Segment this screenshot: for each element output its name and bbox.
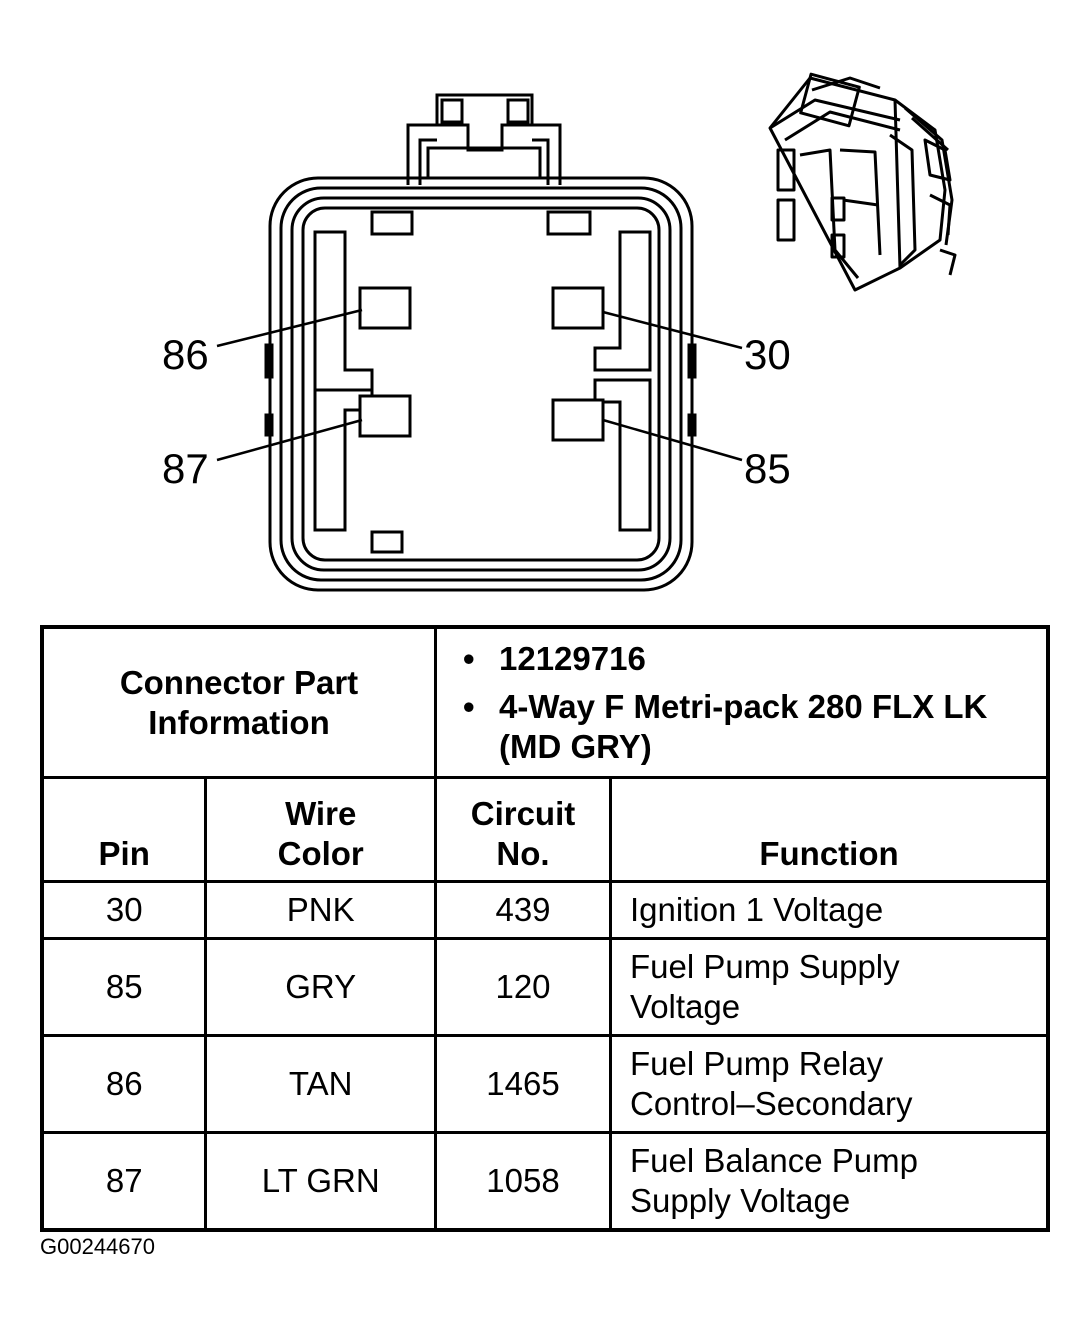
part-info-label: Connector Part Information	[40, 625, 437, 779]
table-row: 87 LT GRN 1058 Fuel Balance Pump Supply …	[40, 1131, 1050, 1232]
row-pin: 30	[40, 880, 208, 940]
pin-label-30: 30	[744, 331, 791, 378]
row-circuit: 439	[434, 880, 612, 940]
pin-87-terminal	[358, 394, 412, 438]
row-circuit: 1465	[434, 1034, 612, 1134]
figure-code: G00244670	[40, 1234, 155, 1259]
row-pin: 86	[40, 1034, 208, 1134]
row-pin: 87	[40, 1131, 208, 1232]
row-wire-color: LT GRN	[204, 1131, 437, 1232]
row-function: Ignition 1 Voltage	[609, 880, 1050, 940]
row-circuit: 1058	[434, 1131, 612, 1232]
row-wire-color: TAN	[204, 1034, 437, 1134]
row-wire-color: GRY	[204, 937, 437, 1037]
row-wire-color: PNK	[204, 880, 437, 940]
part-info-list: 12129716 4-Way F Metri-pack 280 FLX LK (…	[434, 625, 1050, 779]
connector-face-diagram: 86 30 87 85	[162, 72, 957, 592]
pin-30-terminal	[551, 286, 605, 330]
header-circuit-no: Circuit No.	[434, 776, 612, 883]
part-number: 12129716	[463, 639, 1026, 679]
pin-label-86: 86	[162, 331, 209, 378]
row-circuit: 120	[434, 937, 612, 1037]
connector-info-table: Connector Part Information 12129716 4-Wa…	[40, 625, 1050, 1232]
pin-label-87: 87	[162, 445, 209, 492]
row-pin: 85	[40, 937, 208, 1037]
header-function: Function	[609, 776, 1050, 883]
header-pin: Pin	[40, 776, 208, 883]
table-row: 30 PNK 439 Ignition 1 Voltage	[40, 880, 1050, 940]
pin-85-terminal	[551, 398, 605, 442]
connector-description: 4-Way F Metri-pack 280 FLX LK (MD GRY)	[463, 687, 1026, 767]
header-wire-color: Wire Color	[204, 776, 437, 883]
pin-86-terminal	[358, 286, 412, 330]
pin-label-85: 85	[744, 445, 791, 492]
row-function: Fuel Pump Supply Voltage	[609, 937, 1050, 1037]
row-function: Fuel Balance Pump Supply Voltage	[609, 1131, 1050, 1232]
table-row: 85 GRY 120 Fuel Pump Supply Voltage	[40, 937, 1050, 1037]
connector-3d-sketch	[768, 72, 957, 292]
row-function: Fuel Pump Relay Control–Secondary	[609, 1034, 1050, 1134]
table-row: 86 TAN 1465 Fuel Pump Relay Control–Seco…	[40, 1034, 1050, 1134]
